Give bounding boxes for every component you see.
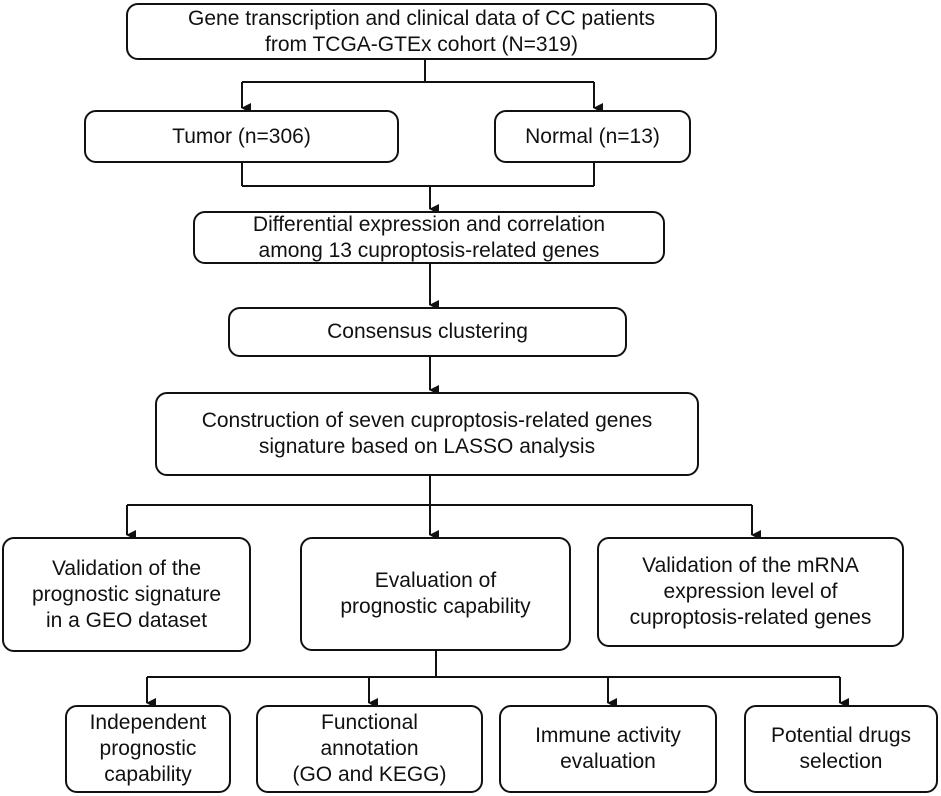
independent-line-2: prognostic bbox=[99, 737, 197, 760]
tumor-box: Tumor (n=306) bbox=[84, 110, 399, 163]
construction-line-1: Construction of seven cuproptosis-relate… bbox=[201, 409, 653, 432]
evaluation-box: Evaluation of prognostic capability bbox=[300, 537, 571, 651]
source-data-box: Gene transcription and clinical data of … bbox=[126, 3, 717, 60]
differential-box: Differential expression and correlation … bbox=[193, 211, 665, 264]
evaluation-line-1: Evaluation of bbox=[374, 569, 497, 592]
validation-mrna-line-3: cuproptosis-related genes bbox=[629, 606, 872, 629]
functional-line-1: Functional bbox=[321, 711, 418, 734]
validation-geo-line-2: prognostic signature bbox=[31, 582, 222, 606]
differential-line-2: among 13 cuproptosis-related genes bbox=[258, 238, 600, 262]
immune-box: Immune activity evaluation bbox=[499, 705, 717, 793]
validation-mrna-box: Validation of the mRNA expression level … bbox=[597, 537, 904, 647]
immune-line-2: evaluation bbox=[560, 750, 656, 773]
independent-line-1: Independent bbox=[89, 711, 207, 734]
drugs-line-1: Potential drugs bbox=[770, 724, 912, 747]
validation-geo-line-3: in a GEO dataset bbox=[45, 608, 208, 632]
functional-line-2: annotation bbox=[320, 737, 419, 760]
source-line-1: Gene transcription and clinical data of … bbox=[188, 6, 655, 30]
normal-box: Normal (n=13) bbox=[494, 110, 691, 163]
consensus-box: Consensus clustering bbox=[228, 307, 627, 357]
normal-label: Normal (n=13) bbox=[525, 124, 660, 148]
validation-geo-box: Validation of the prognostic signature i… bbox=[2, 537, 251, 652]
validation-mrna-line-2: expression level of bbox=[663, 580, 838, 603]
source-line-2: from TCGA-GTEx cohort (N=319) bbox=[265, 32, 578, 56]
construction-box: Construction of seven cuproptosis-relate… bbox=[155, 392, 699, 476]
drugs-box: Potential drugs selection bbox=[744, 705, 938, 793]
differential-line-1: Differential expression and correlation bbox=[252, 212, 606, 236]
consensus-label: Consensus clustering bbox=[327, 320, 528, 343]
construction-line-2: signature based on LASSO analysis bbox=[258, 435, 596, 458]
functional-box: Functional annotation (GO and KEGG) bbox=[256, 705, 483, 793]
evaluation-line-2: prognostic capability bbox=[340, 595, 531, 618]
tumor-label: Tumor (n=306) bbox=[172, 124, 311, 148]
independent-line-3: capability bbox=[104, 763, 192, 786]
drugs-line-2: selection bbox=[799, 750, 883, 773]
immune-line-1: Immune activity bbox=[535, 724, 681, 747]
functional-line-3: (GO and KEGG) bbox=[292, 763, 447, 786]
independent-box: Independent prognostic capability bbox=[65, 705, 231, 793]
validation-mrna-line-1: Validation of the mRNA bbox=[642, 554, 859, 577]
validation-geo-line-1: Validation of the bbox=[51, 556, 202, 580]
